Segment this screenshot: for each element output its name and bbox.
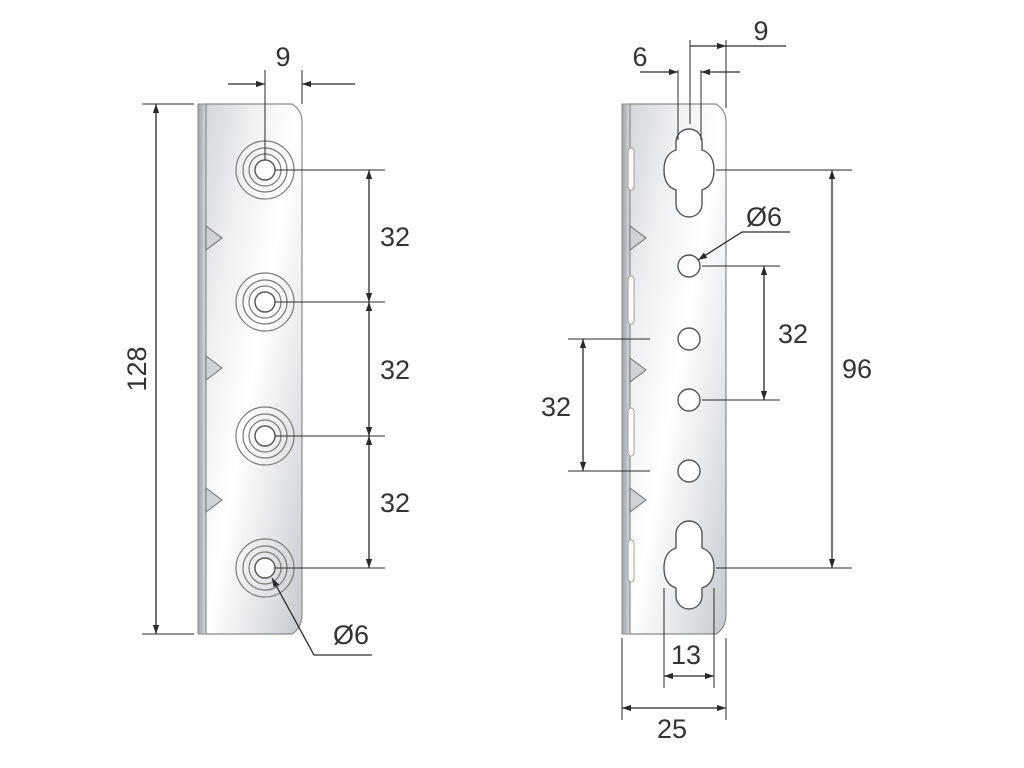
right-hole-2 <box>677 327 701 351</box>
right-dim-left-spacing: 32 <box>541 338 650 472</box>
right-edge-slot-1 <box>627 147 635 191</box>
right-hole-3 <box>677 388 701 412</box>
right-dim-diameter: Ø6 <box>697 202 790 261</box>
right-offset-6-label: 6 <box>632 42 647 72</box>
right-slot-spacing-label: 96 <box>842 354 872 384</box>
right-tooth-2 <box>629 357 647 383</box>
left-dim-diameter: Ø6 <box>271 577 372 656</box>
left-width-label: 9 <box>275 42 290 72</box>
left-dim-height: 128 <box>122 103 194 635</box>
right-edge-slot-3 <box>627 407 635 457</box>
right-tooth-1 <box>629 225 647 251</box>
right-plate <box>629 103 727 635</box>
right-bracket-view: 6 9 Ø6 32 96 32 <box>541 16 872 744</box>
left-dim-spacing: 32 32 32 <box>275 169 410 569</box>
right-tooth-3 <box>629 487 647 513</box>
right-left-spacing-label: 32 <box>541 392 571 422</box>
left-diameter-label: Ø6 <box>333 620 369 650</box>
left-tooth-3 <box>205 487 223 513</box>
right-dim-total-width: 25 <box>621 638 727 744</box>
left-plate <box>205 103 303 635</box>
left-spacing-label-3: 32 <box>380 488 410 518</box>
right-total-width-label: 25 <box>657 714 687 744</box>
left-dim-width: 9 <box>228 42 355 160</box>
right-keyhole-bottom <box>663 520 715 610</box>
right-edge-slot-2 <box>627 275 635 325</box>
right-inner-spacing-label: 32 <box>778 319 808 349</box>
right-hole-4 <box>677 459 701 483</box>
right-dim-inner-spacing: 32 <box>702 265 808 401</box>
left-tooth-2 <box>205 355 223 381</box>
left-tooth-1 <box>205 225 223 251</box>
right-diameter-label: Ø6 <box>746 202 782 232</box>
right-dim-slot-width: 13 <box>663 588 715 688</box>
right-hole-1 <box>677 254 701 278</box>
right-offset-9-label: 9 <box>753 16 768 46</box>
right-dim-top-offsets: 6 9 <box>632 16 786 140</box>
left-spacing-label-1: 32 <box>380 222 410 252</box>
right-dim-slot-spacing: 96 <box>716 169 872 569</box>
left-plate-edge <box>197 103 207 635</box>
left-bracket-view: 9 128 32 32 32 <box>122 42 410 656</box>
left-spacing-label-2: 32 <box>380 355 410 385</box>
right-edge-slot-4 <box>627 539 635 583</box>
left-hole-1 <box>235 140 295 200</box>
right-keyhole-top <box>663 128 715 218</box>
left-height-label: 128 <box>122 346 152 391</box>
right-slot-width-label: 13 <box>671 640 701 670</box>
